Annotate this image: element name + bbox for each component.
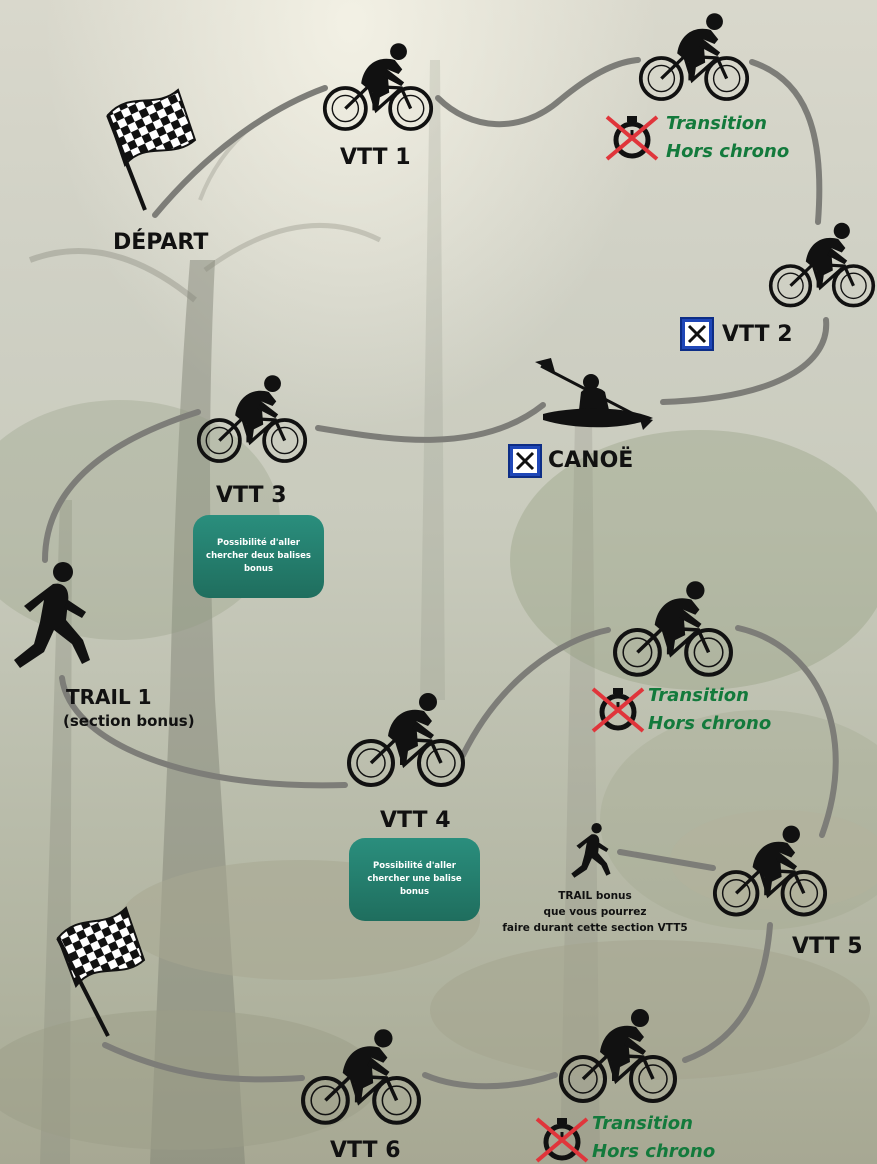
checkered-flag-icon [56, 906, 146, 1037]
step-label-vtt3: VTT 3 [216, 483, 287, 508]
transition-note: Transition Hors chrono [666, 110, 789, 166]
stopwatch-crossed-icon [588, 684, 648, 734]
cyclist-icon [768, 218, 876, 314]
trail-bonus-line2: que vous pourrez [543, 906, 647, 918]
transition-line2: Hors chrono [648, 713, 772, 734]
step-label-vtt4: VTT 4 [380, 808, 451, 833]
step-label-depart: DÉPART [113, 230, 209, 255]
checkered-flag-icon [106, 88, 197, 211]
transition-line1: Transition [666, 113, 767, 134]
trail-bonus-note: TRAIL bonus que vous pourrez faire duran… [490, 888, 700, 936]
step-label-vtt1: VTT 1 [340, 145, 411, 170]
transition-note: Transition Hors chrono [592, 1110, 715, 1164]
transition-line2: Hors chrono [666, 141, 790, 162]
cyclist-icon [558, 1004, 678, 1110]
bonus-bubble-vtt3: Possibilité d'aller chercher deux balise… [193, 515, 324, 598]
cyclist-icon [712, 820, 828, 924]
cyclist-icon [612, 576, 734, 684]
step-label-vtt6: VTT 6 [330, 1138, 401, 1163]
trail-bonus-line3: faire durant cette section VTT5 [502, 922, 688, 934]
step-label-trail1: TRAIL 1 [66, 685, 152, 709]
transition-line2: Hors chrono [592, 1141, 716, 1162]
step-label-canoe: CANOË [548, 448, 634, 473]
cyclist-icon [300, 1024, 422, 1132]
kayak-icon [535, 358, 653, 430]
stopwatch-crossed-icon [602, 112, 662, 162]
transition-line1: Transition [592, 1113, 693, 1134]
bonus-bubble-vtt4: Possibilité d'aller chercher une balise … [349, 838, 480, 921]
cyclist-icon [322, 38, 434, 138]
trail-bonus-line1: TRAIL bonus [558, 890, 632, 902]
transition-note: Transition Hors chrono [648, 682, 771, 738]
food-service-icon [680, 317, 714, 351]
runner-icon [8, 560, 108, 680]
step-sublabel-trail1: (section bonus) [63, 712, 195, 730]
cyclist-icon [196, 370, 308, 470]
runner-icon [568, 822, 620, 884]
stopwatch-crossed-icon [532, 1114, 592, 1164]
step-label-vtt5: VTT 5 [792, 934, 863, 959]
step-label-vtt2: VTT 2 [722, 322, 793, 347]
cyclist-icon [638, 8, 750, 108]
cyclist-icon [346, 688, 466, 794]
food-service-icon [508, 444, 542, 478]
transition-line1: Transition [648, 685, 749, 706]
